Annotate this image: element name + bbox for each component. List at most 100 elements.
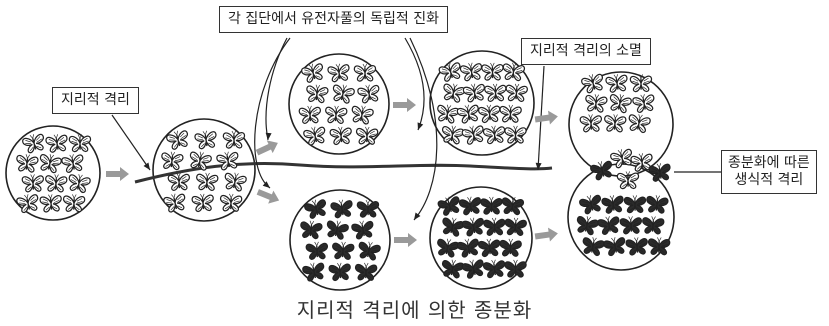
arrowhead-icon	[262, 181, 270, 188]
butterfly-icon	[162, 191, 188, 214]
arrowhead-icon	[265, 132, 272, 140]
butterfly-icon	[480, 196, 503, 215]
arrowhead-icon	[535, 162, 542, 170]
butterfly-icon	[324, 218, 350, 241]
butterfly-icon	[631, 92, 657, 114]
butterfly-icon	[62, 193, 86, 213]
butterfly-icon	[44, 173, 68, 193]
arrow-icon	[534, 110, 558, 125]
butterfly-icon	[455, 236, 482, 259]
butterfly-icon	[354, 261, 378, 282]
butterfly-icon	[305, 240, 329, 261]
arrow-icon	[394, 233, 417, 247]
butterfly-icon	[498, 237, 523, 258]
butterfly-icon	[580, 234, 606, 258]
butterfly-icon	[328, 261, 352, 282]
arrow-icon	[255, 140, 278, 156]
butterfly-icon	[460, 215, 487, 238]
population-lower-1	[289, 189, 391, 291]
butterfly-icon	[356, 199, 380, 218]
butterflies-merged-mid-light	[608, 146, 655, 190]
butterfly-icon	[629, 73, 653, 93]
butterfly-icon	[440, 123, 465, 146]
butterfly-icon	[603, 113, 627, 133]
butterfly-icon	[356, 239, 382, 262]
butterfly-icon	[15, 191, 41, 215]
butterfly-icon	[482, 216, 507, 237]
butterfly-icon	[461, 81, 488, 104]
butterfly-icon	[349, 103, 375, 126]
butterfly-icon	[625, 235, 649, 257]
butterfly-icon	[577, 192, 605, 216]
butterfly-icon	[434, 102, 461, 125]
butterfly-icon	[504, 125, 527, 144]
butterfly-icon	[503, 216, 528, 237]
butterfly-icon	[39, 192, 63, 214]
butterfly-icon	[195, 171, 219, 192]
arrow-icon	[534, 227, 558, 242]
butterfly-icon	[324, 104, 348, 125]
butterfly-icon	[437, 59, 464, 84]
arrowhead-icon	[417, 122, 424, 130]
geographic-isolation-label: 지리적 격리	[52, 87, 139, 114]
butterfly-icon	[498, 103, 523, 124]
butterfly-icon	[326, 61, 352, 84]
butterflies-lower-2	[434, 193, 528, 281]
butterfly-icon	[460, 122, 487, 147]
figure-caption: 지리적 격리에 의한 종분화	[296, 298, 533, 322]
butterfly-icon	[439, 215, 466, 238]
pointer-line	[254, 37, 291, 189]
reproductive-isolation-line1: 종분화에 따른	[728, 155, 810, 171]
independent-evolution-label: 각 집단에서 유전자풀의 독립적 진화	[219, 6, 448, 33]
butterfly-icon	[459, 60, 484, 83]
butterfly-icon	[500, 195, 525, 216]
butterfly-icon	[616, 170, 640, 190]
butterfly-icon	[440, 257, 465, 280]
butterfly-icon	[298, 219, 324, 240]
arrow-icon	[256, 189, 280, 204]
butterfly-icon	[356, 82, 382, 105]
butterflies-upper-2	[434, 59, 529, 147]
butterfly-icon	[167, 171, 191, 192]
butterfly-icon	[159, 150, 185, 171]
butterfly-icon	[604, 72, 630, 94]
population-split	[152, 118, 256, 222]
butterfly-icon	[44, 132, 70, 154]
isolation-removed-label: 지리적 격리의 소멸	[521, 38, 651, 65]
butterfly-icon	[222, 170, 248, 193]
butterfly-icon	[481, 62, 504, 81]
butterfly-icon	[353, 63, 377, 82]
arrow-icon	[393, 98, 416, 112]
butterflies-lower-1	[298, 196, 382, 283]
butterfly-icon	[68, 133, 92, 153]
arrowhead-icon	[414, 212, 421, 220]
butterfly-icon	[219, 192, 243, 213]
butterfly-icon	[588, 158, 616, 182]
pointer-line	[111, 114, 151, 171]
butterflies-split	[159, 127, 248, 214]
butterflies-merged-upper	[579, 71, 657, 135]
butterfly-icon	[644, 193, 670, 215]
butterfly-icon	[222, 130, 246, 149]
butterfly-icon	[460, 256, 487, 281]
butterflies-merged-lower	[574, 192, 671, 258]
butterfly-icon	[434, 236, 461, 259]
butterfly-icon	[626, 111, 652, 135]
reproductive-isolation-label: 종분화에 따른 생식적 격리	[721, 150, 817, 194]
butterfly-icon	[355, 125, 379, 146]
butterflies-original	[14, 131, 92, 215]
butterfly-icon	[504, 259, 527, 278]
butterfly-icon	[623, 194, 647, 214]
butterfly-icon	[331, 240, 355, 261]
arrow-icon	[106, 167, 129, 181]
butterfly-icon	[607, 91, 633, 115]
butterfly-icon	[477, 237, 502, 258]
butterfly-icon	[596, 214, 622, 236]
population-original	[5, 125, 101, 221]
butterfly-icon	[66, 171, 92, 195]
butterfly-icon	[619, 215, 643, 235]
butterfly-icon	[477, 103, 502, 124]
arrowhead-icon	[143, 162, 150, 170]
butterfly-icon	[602, 234, 628, 258]
